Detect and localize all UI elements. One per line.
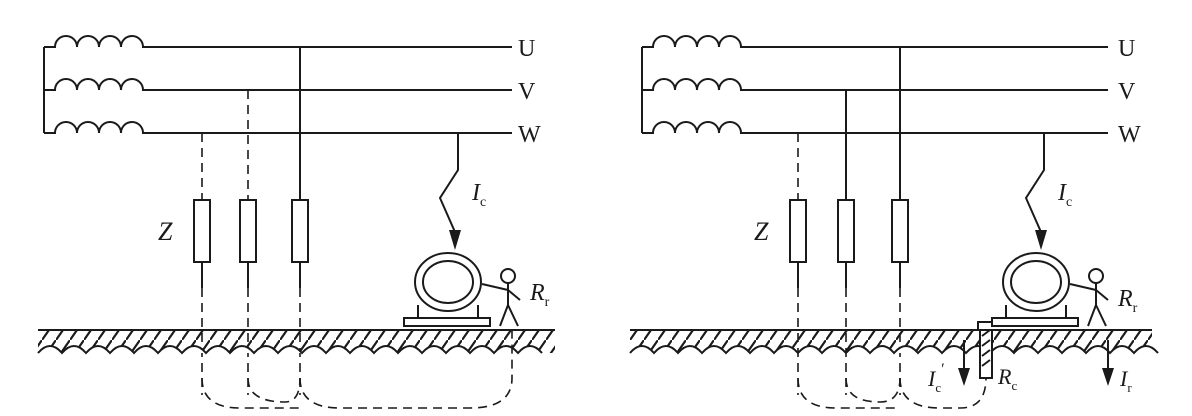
earth-ground [37,329,555,355]
impedance-z3 [891,199,909,263]
impedance-z2 [239,199,257,263]
ground-electrode [977,321,993,379]
phase-label-v: V [1118,79,1136,105]
phase-label-w: W [518,122,541,148]
body-resistance-label: Rr [529,280,550,310]
person-icon [481,268,521,327]
impedance-z1 [789,199,807,263]
phase-label-w: W [1118,122,1141,148]
impedance-z3 [291,199,309,263]
transformer-windings [641,35,748,134]
fault-arrow [449,230,461,250]
impedance-label: Z [158,217,173,246]
left-panel: U V W Z Ic [37,35,555,409]
phase-label-v: V [518,79,536,105]
fault-current-label: Ic [1057,180,1072,210]
body-current-label: Ir [1119,366,1132,395]
return-path [201,377,300,409]
fault-current-label: Ic [471,180,486,210]
motor-enclosure [403,252,491,327]
motor-enclosure [991,252,1079,327]
person-icon [1069,268,1109,327]
impedance-label: Z [754,217,769,246]
transformer-windings [43,35,150,134]
fault-arc [1024,133,1045,233]
ground-current-label: Ic′ [927,361,945,395]
earth-ground [629,329,1159,355]
phase-label-u: U [518,36,535,62]
impedance-z1 [193,199,211,263]
fault-arc [438,133,459,233]
return-path [797,377,900,409]
phase-label-u: U [1118,36,1135,62]
impedance-z2 [837,199,855,263]
right-panel: U V W Z Ic [629,35,1159,409]
body-resistance-label: Rr [1117,286,1138,316]
fault-arrow [1035,230,1047,250]
ground-resistance-label: Rc [997,364,1017,393]
